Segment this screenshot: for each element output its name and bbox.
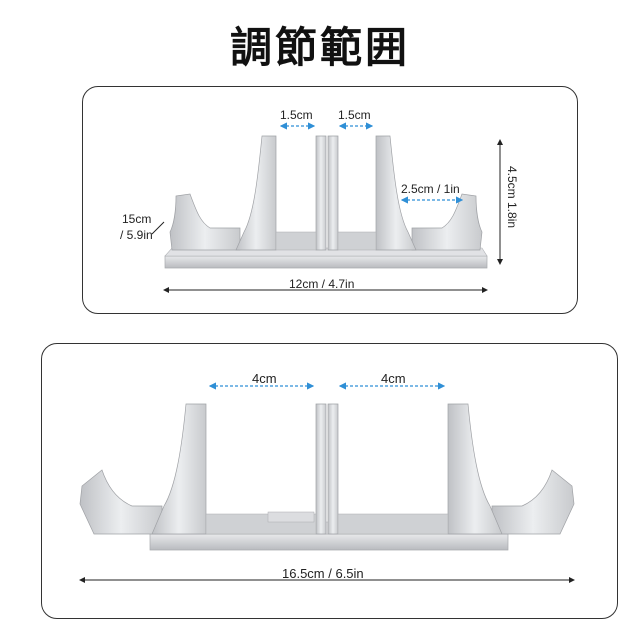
label-slot-wide: 2.5cm / 1in	[401, 182, 460, 196]
label-depth-cm: 15cm	[122, 212, 152, 226]
label-wide-gap-right: 4cm	[381, 371, 406, 386]
dim-depth-line	[151, 221, 165, 235]
label-wide-width: 16.5cm / 6.5in	[282, 566, 364, 581]
label-width: 12cm / 4.7in	[289, 277, 355, 291]
stand-wide-illustration	[79, 403, 575, 551]
label-wide-gap-left: 4cm	[252, 371, 277, 386]
label-depth-in: / 5.9in	[120, 228, 153, 242]
label-height: 4.5cm 1.8in	[505, 166, 519, 229]
label-gap-right: 1.5cm	[338, 108, 371, 122]
adjustment-panel-wide	[41, 343, 618, 619]
label-gap-left: 1.5cm	[280, 108, 313, 122]
page-title: 調節範囲	[229, 23, 410, 72]
stand-narrow-illustration	[164, 135, 488, 269]
